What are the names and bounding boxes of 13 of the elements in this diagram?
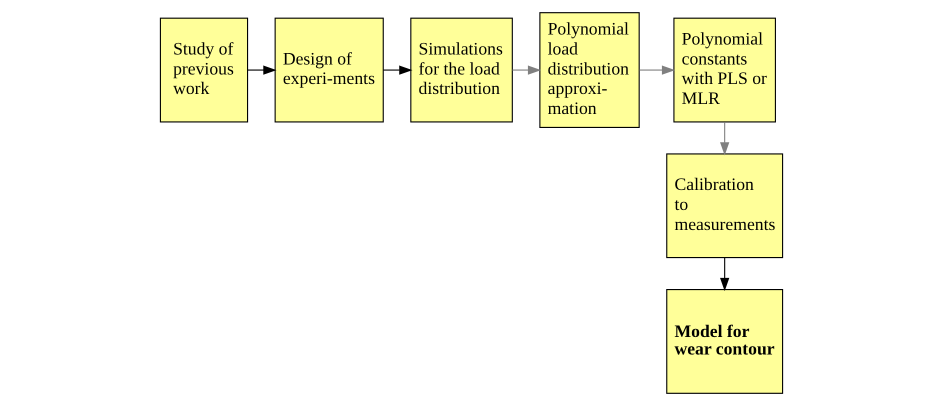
node-box: Simulations for the load distribution <box>410 18 512 122</box>
node-box: Polynomial constants with PLS or MLR <box>672 18 776 122</box>
arrow <box>720 258 729 292</box>
arrow <box>247 65 276 75</box>
arrow <box>512 65 541 75</box>
node-box: Model for wear contour <box>666 289 783 394</box>
node-box: Polynomial load distribution approxi-mation <box>538 12 640 128</box>
arrow <box>720 122 729 156</box>
arrow <box>638 65 675 75</box>
node-box: Design of experi-ments <box>274 18 384 122</box>
arrow <box>383 65 412 75</box>
node-box: Study of previous work <box>159 18 248 122</box>
node-box: Calibration to measurements <box>666 153 783 258</box>
